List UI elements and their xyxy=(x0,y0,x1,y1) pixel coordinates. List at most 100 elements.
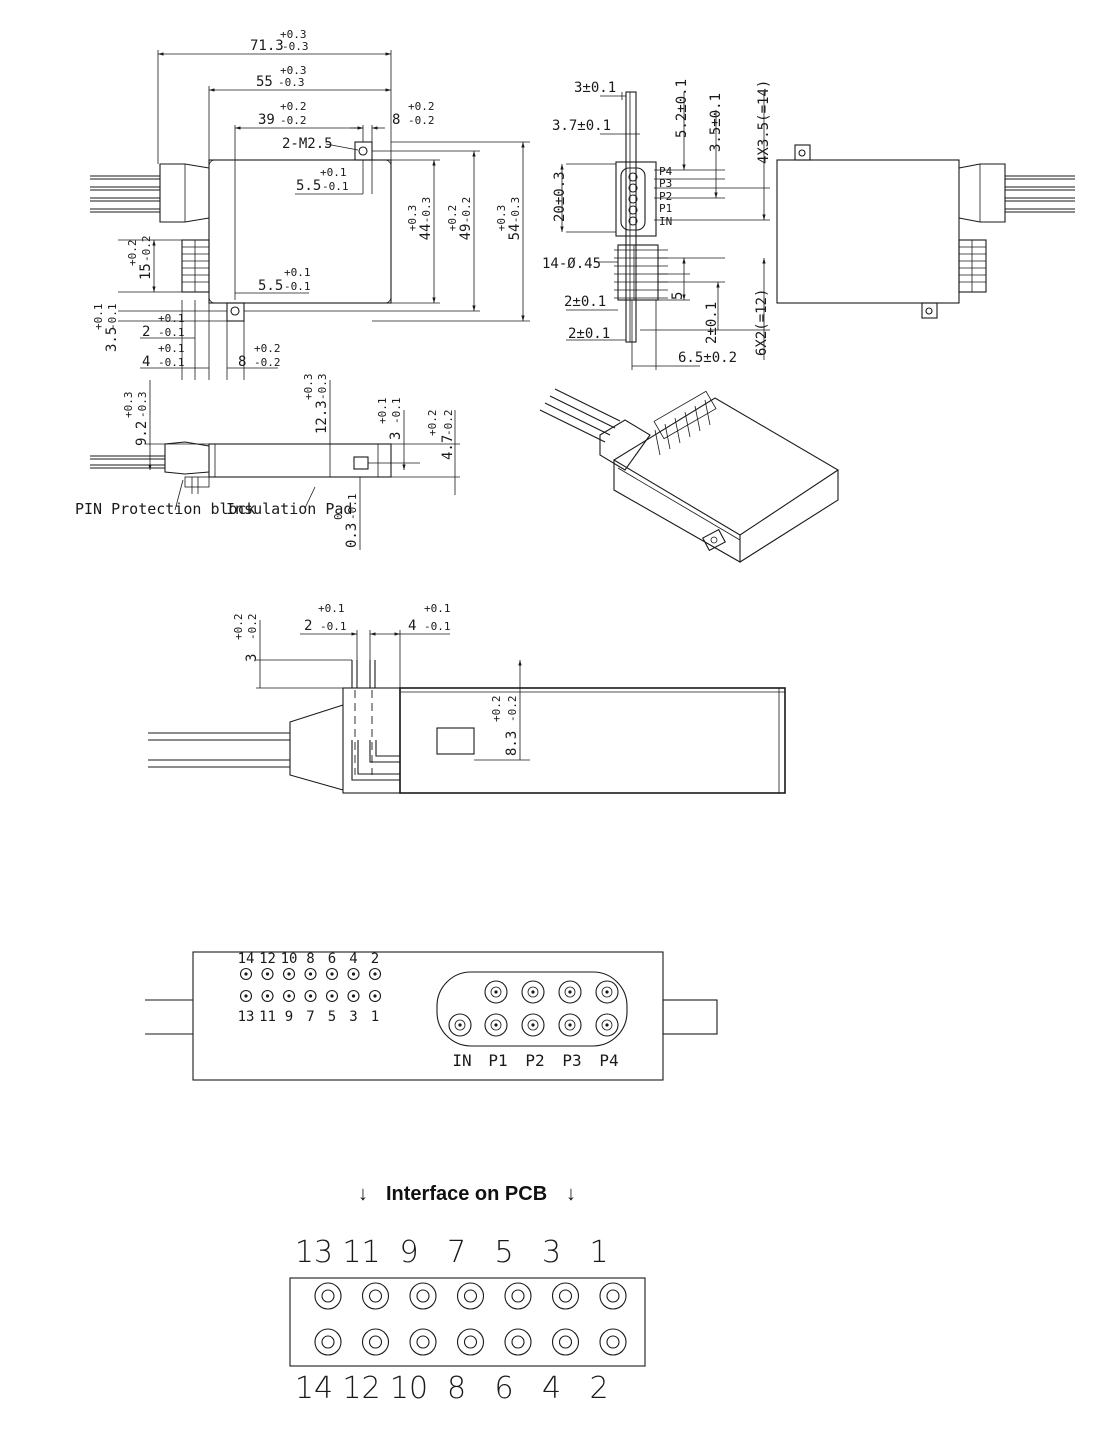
pcb-label-top: 7 xyxy=(447,1235,466,1270)
dim-4-tol-minus: -0.1 xyxy=(158,356,185,369)
bottom-pin-label-top: 8 xyxy=(306,951,314,967)
end-dim-2c: 2±0.1 xyxy=(704,302,720,344)
bottom-pin-center xyxy=(373,994,377,998)
bottom-pin xyxy=(368,989,382,1003)
pcb-label-top: 3 xyxy=(542,1235,561,1270)
dim-4-nominal: 4 xyxy=(142,354,150,370)
bottom-port-inner xyxy=(490,1019,502,1031)
pcb-hole xyxy=(599,1328,627,1356)
bottom-port-upper xyxy=(595,980,619,1004)
pcb-hole xyxy=(314,1282,342,1310)
dim-8b-nominal: 8 xyxy=(238,354,246,370)
pcb-label-top: 9 xyxy=(399,1235,418,1270)
end-dim-6-5: 6.5±0.2 xyxy=(678,350,737,366)
dim-44-tol-plus: +0.3 xyxy=(406,205,419,232)
detail-dim-8-3-nominal: 8.3 xyxy=(504,731,520,756)
detail-dim-3-tol-plus: +0.2 xyxy=(232,614,245,641)
bottom-pin-label-top: 10 xyxy=(281,951,298,967)
bottom-port-inner xyxy=(527,1019,539,1031)
dim-overall-tol-minus: -0.3 xyxy=(282,40,309,53)
pcb-label-bottom: 2 xyxy=(589,1371,608,1406)
bottom-port-upper-inner xyxy=(527,986,539,998)
dim-55b-nominal: 5.5 xyxy=(258,278,283,294)
side-dim-12-3-tol-plus: +0.3 xyxy=(302,374,315,401)
bottom-pin xyxy=(325,989,339,1003)
bottom-pin-center xyxy=(265,994,270,998)
bottom-port-label: P2 xyxy=(525,1051,544,1070)
bottom-pin xyxy=(347,989,360,1003)
pcb-label-bottom: 10 xyxy=(390,1371,428,1406)
dim-pitch-tol-minus: -0.2 xyxy=(280,114,307,127)
screw-callout: 2-M2.5 xyxy=(282,136,333,152)
bottom-pin xyxy=(282,989,296,1003)
pcb-label-bottom: 8 xyxy=(447,1371,466,1406)
top-body-inner xyxy=(208,159,392,304)
bottom-pin-label-bottom: 7 xyxy=(306,1009,314,1025)
detail-dim-2-tol-plus: +0.1 xyxy=(318,602,345,615)
bottom-pin xyxy=(239,989,253,1003)
bottom-pin xyxy=(347,967,360,981)
bottom-port-upper-dot xyxy=(531,990,535,994)
dim-overall-nominal: 71.3 xyxy=(250,38,284,54)
dim-35-tol-plus: +0.1 xyxy=(92,304,105,331)
detail-dim-3-nominal: 3 xyxy=(244,654,260,662)
dim-ear-tol-minus: -0.2 xyxy=(408,114,435,127)
bottom-pin-center xyxy=(330,994,334,998)
bottom-port-dot xyxy=(568,1023,572,1027)
pcb-hole xyxy=(504,1328,532,1356)
top-fiber-boot xyxy=(159,163,210,223)
iso-fibers xyxy=(539,388,621,443)
pcb-hole-inner xyxy=(463,1335,478,1349)
side-dim-9-2: 9.2 xyxy=(134,421,150,446)
end-pins xyxy=(614,245,668,300)
bottom-port-upper-dot xyxy=(605,990,609,994)
bottom-port-inner xyxy=(601,1019,613,1031)
bottom-pin xyxy=(304,989,317,1003)
pcb-label-bottom: 14 xyxy=(295,1371,333,1406)
side-dim-0-3-tol-minus: -0.1 xyxy=(346,494,359,521)
bottom-pin xyxy=(261,989,274,1003)
pcb-label-bottom: 12 xyxy=(342,1371,380,1406)
bottom-pin xyxy=(304,967,317,981)
detail-dim-2-nominal: 2 xyxy=(304,618,312,634)
end-port-p4: P4 xyxy=(659,165,673,178)
bottom-pin-center xyxy=(351,972,356,976)
bottom-port-inner xyxy=(454,1019,466,1031)
bottom-port-dot xyxy=(605,1023,609,1027)
side-dim-3-tol-minus: -0.1 xyxy=(390,398,403,425)
bottom-pin-label-bottom: 5 xyxy=(328,1009,336,1025)
pcb-title: Interface on PCB xyxy=(386,1183,547,1205)
side-dim-4-7-tol-plus: +0.2 xyxy=(426,410,439,437)
iso-top-face xyxy=(612,397,840,536)
pcb-hole xyxy=(361,1282,390,1310)
top-ear-left xyxy=(226,302,245,322)
bottom-pin xyxy=(368,967,382,981)
detail-dim-3-tol-minus: -0.2 xyxy=(246,614,259,641)
end-view: 3±0.1 3.7±0.1 5.2±0.1 3.5±0.1 4X3.5(=14)… xyxy=(542,79,772,370)
dim-44-nominal: 44 xyxy=(418,224,434,241)
bottom-pin-center xyxy=(287,972,291,976)
side-dim-12-3-tol-minus: -0.3 xyxy=(316,374,329,401)
pcb-hole-inner xyxy=(416,1289,430,1303)
end-dim-5-2: 5.2±0.1 xyxy=(674,79,690,138)
detail-dim-4-tol-minus: -0.1 xyxy=(424,620,451,633)
end-port-p1: P1 xyxy=(659,202,672,215)
end-dim-3-5: 3.5±0.1 xyxy=(708,93,724,152)
pcb-hole xyxy=(599,1282,627,1310)
pcb-hole-inner xyxy=(368,1335,383,1349)
pcb-hole xyxy=(551,1328,580,1356)
dim-4-tol-plus: +0.1 xyxy=(158,342,185,355)
side-view: 9.2 +0.3 -0.3 12.3 +0.3 -0.3 3 +0.1 -0.1… xyxy=(75,374,460,550)
pcb-label-bottom: 4 xyxy=(542,1371,561,1406)
dim-2-tol-minus: -0.1 xyxy=(158,326,185,339)
bottom-pin-center xyxy=(330,972,334,976)
end-dim-6x2: 6X2(=12) xyxy=(754,289,770,356)
end-connector xyxy=(615,161,657,237)
side-body xyxy=(208,443,392,478)
end-dim-2a: 2±0.1 xyxy=(564,294,606,310)
end-ports xyxy=(628,172,638,226)
bottom-port-upper-dot xyxy=(494,990,498,994)
bottom-pin-center xyxy=(308,994,313,998)
